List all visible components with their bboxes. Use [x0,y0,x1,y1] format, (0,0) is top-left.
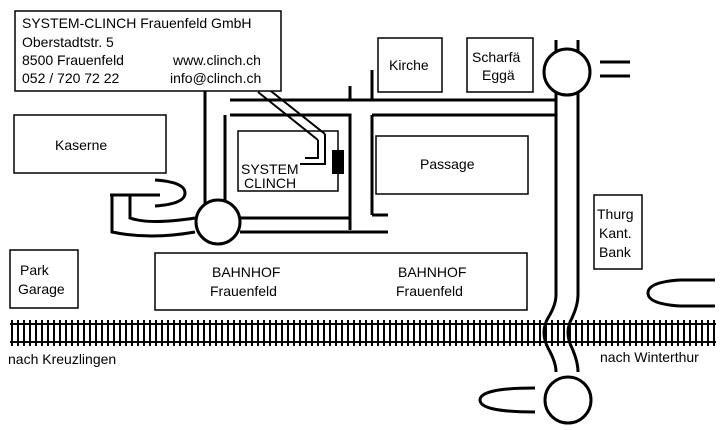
label-park-1: Park [20,262,50,278]
label-scharfa-1: Scharfä [472,49,520,65]
label-system-1: SYSTEM [241,161,299,177]
label-system-2: CLINCH [244,175,296,191]
label-kaserne: Kaserne [55,137,107,153]
label-bank-2: Kant. [599,225,632,241]
label-bahnhof-b-2: Frauenfeld [396,283,463,299]
cul-de-sac-bank [646,278,715,308]
building-scharfa [466,37,534,93]
main-road-west-edge [542,40,558,373]
direction-kreuzlingen: nach Kreuzlingen [8,351,116,367]
label-bank-3: Bank [599,244,632,260]
address-box [14,10,282,92]
label-passage: Passage [420,156,475,172]
road-west-b [110,195,196,238]
label-kirche: Kirche [389,57,429,73]
building-bahnhof [154,252,528,311]
roundabout-west [194,198,242,246]
railway-ties [11,320,715,346]
main-road-east-edge [566,40,580,373]
building-passage [375,135,529,195]
cul-de-sac-south [478,386,536,414]
building-system-clinch [237,130,339,192]
building-park-garage [9,249,79,309]
direction-winterthur: nach Winterthur [600,349,699,365]
entrance-path [257,83,326,165]
company-phone: 052 / 720 72 22 [22,70,120,86]
company-email-link[interactable]: info@clinch.ch [170,70,261,86]
company-street: Oberstadtstr. 5 [22,34,114,50]
label-park-2: Garage [18,281,65,297]
label-bahnhof-a-1: BAHNHOF [212,264,280,280]
railway [10,320,716,346]
road-east-upper [600,60,630,78]
label-scharfa-2: Eggä [482,67,515,83]
road-west-a [128,195,196,223]
company-name: SYSTEM-CLINCH Frauenfeld GmbH [22,15,252,31]
roads [110,40,715,414]
cul-de-sac-kaserne [154,178,187,208]
building-kaserne [13,114,167,174]
label-bahnhof-a-2: Frauenfeld [210,283,277,299]
label-bahnhof-b-1: BAHNHOF [398,264,466,280]
building-kirche [377,37,443,93]
location-marker [332,150,344,174]
label-bank-1: Thurg [597,206,634,222]
company-city: 8500 Frauenfeld [22,52,124,68]
road-middle-upper [230,113,556,230]
road-north-c [230,86,352,102]
roundabout-north [542,47,592,97]
building-bank [593,194,643,270]
company-web-link[interactable]: www.clinch.ch [172,52,261,68]
road-passage-stub [370,115,388,217]
roundabout-south [543,375,593,425]
